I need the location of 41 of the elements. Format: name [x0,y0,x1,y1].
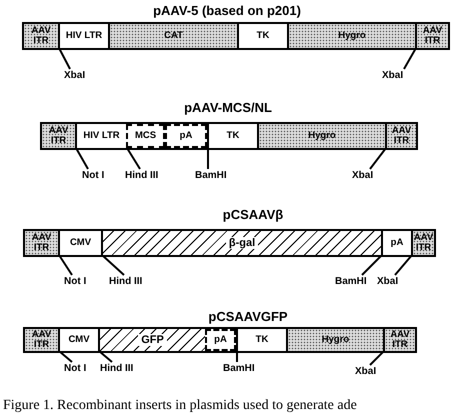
plasmid-title: pCSAAVGFP [208,309,288,324]
leader-line [75,148,89,170]
leader-line [58,48,71,70]
leader-line [207,148,209,169]
restriction-site-label: Not I [82,170,104,181]
gene-segment: MCS [126,124,165,148]
plasmid-title: pAAV-MCS/NL [184,100,272,115]
gene-segment: Hygro [287,24,415,48]
restriction-site-label: XbaI [382,70,404,81]
restriction-site-label: BamHI [335,276,367,287]
gene-segment: Hygro [286,329,383,351]
restriction-site-label: Not I [64,363,86,374]
restriction-site-label: Hind III [100,363,134,374]
plasmid-title: pCSAAVβ [222,207,284,222]
gene-segment: AAV ITR [25,329,58,351]
restriction-site-label: BamHI [195,170,227,181]
restriction-site-label: XbaI [352,170,374,181]
leader-line [236,351,238,362]
gene-segment: Hygro [257,124,385,148]
gene-segment: AAV ITR [383,329,415,351]
gene-segment: AAV ITR [415,24,448,48]
restriction-site-label: Hind III [109,276,142,287]
gene-segment: β-gal [101,231,381,255]
gene-segment: GFP [98,329,205,351]
restriction-site-label: XbaI [377,276,398,287]
gene-segment: AAV ITR [411,231,434,255]
gene-segment: AAV ITR [25,231,58,255]
restriction-site-label: XbaI [355,366,376,377]
plasmid-title: pAAV-5 (based on p201) [153,3,301,18]
gene-segment: AAV ITR [24,24,58,48]
figure-caption: Figure 1. Recombinant inserts in plasmids used to generate ade [3,398,357,414]
gene-segment: pA [205,329,236,351]
restriction-site-label: BamHI [223,363,255,374]
leader-line [403,48,417,70]
gene-segment: AAV ITR [385,124,416,148]
restriction-site-label: XbaI [64,70,86,81]
gene-segment: pA [165,124,207,148]
gene-segment: AAV ITR [42,124,75,148]
restriction-site-label: Not I [64,276,86,287]
gene-segment: CAT [108,24,237,48]
restriction-site-label: Hind III [125,170,158,181]
